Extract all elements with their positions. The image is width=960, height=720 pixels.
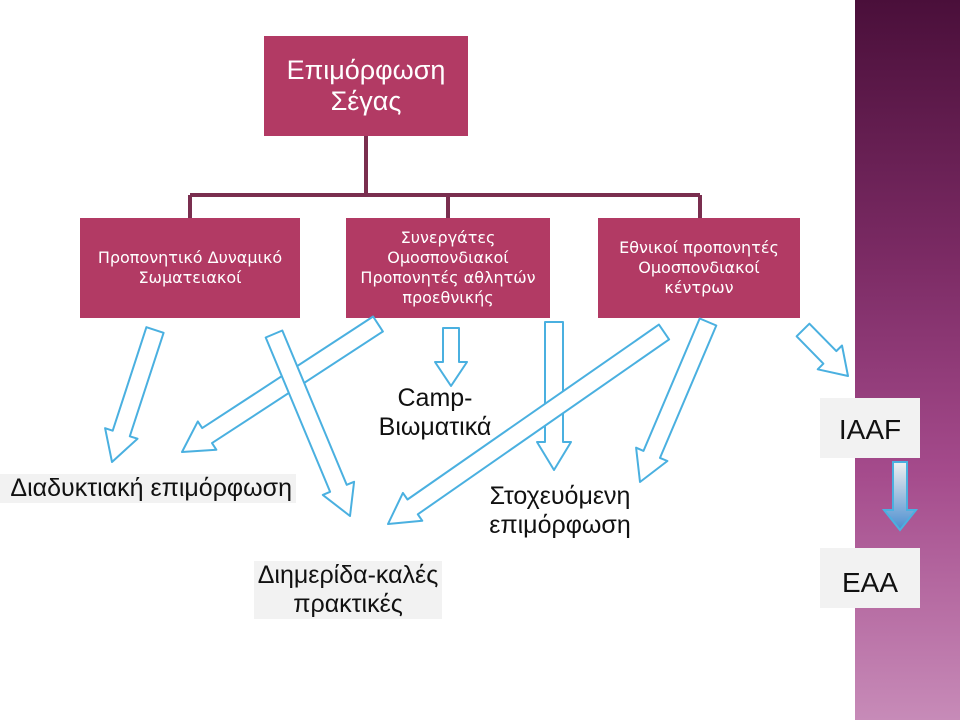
label-workshop: Διημερίδα-καλές πρακτικές [254,561,442,619]
label-targeted-text: Στοχευόμενη επιμόρφωση [489,482,631,539]
root-node: Επιμόρφωση Σέγας [264,36,468,136]
child-2-line-2: Ομοσπονδιακοί [387,248,509,267]
arrow-child3-to-targeted [635,317,718,483]
child-3-line-1: Εθνικοί προπονητές [619,238,779,257]
child-2-line-1: Συνεργάτες [400,228,496,247]
arrow-child1-to-workshop [264,329,356,517]
label-workshop-text: Διημερίδα-καλές πρακτικές [257,561,439,618]
arrow-child2-to-online [181,315,384,453]
child-3-line-2: Ομοσπονδιακοί [638,258,760,277]
arrow-child3-to-workshop [387,323,671,525]
label-eaa-text: EAA [841,567,899,598]
child-2-line-3: Προπονητές αθλητών [360,268,536,287]
label-online-training: Διαδυκτιακή επιμόρφωση [0,474,296,503]
arrow-child2-to-camp [434,327,468,387]
label-iaaf: IAAF [820,398,920,458]
arrow-child2-to-targeted [536,321,572,471]
child-3-line-3: κέντρων [664,278,734,297]
label-targeted-training: Στοχευόμενη επιμόρφωση [470,482,650,540]
arrow-iaaf-to-eaa [881,461,919,532]
child-2-line-4: προεθνικής [402,288,494,307]
child-1-line-2: Σωματειακοί [138,268,242,287]
label-camp: Camp-Βιωματικά [360,384,510,442]
label-online-text: Διαδυκτιακή επιμόρφωση [10,474,292,502]
child-node-3: Εθνικοί προπονητές Ομοσπονδιακοί κέντρων [598,218,800,318]
label-camp-text: Camp-Βιωματικά [378,384,492,441]
root-title: Επιμόρφωση Σέγας [286,55,446,116]
label-iaaf-text: IAAF [838,414,902,445]
child-node-2: Συνεργάτες Ομοσπονδιακοί Προπονητές αθλη… [346,218,550,318]
arrow-child3-to-iaaf [795,322,849,377]
label-eaa: EAA [820,548,920,608]
arrow-child1-to-online [104,326,165,463]
child-node-1: Προπονητικό Δυναμικό Σωματειακοί [80,218,300,318]
child-1-line-1: Προπονητικό Δυναμικό [97,248,283,267]
